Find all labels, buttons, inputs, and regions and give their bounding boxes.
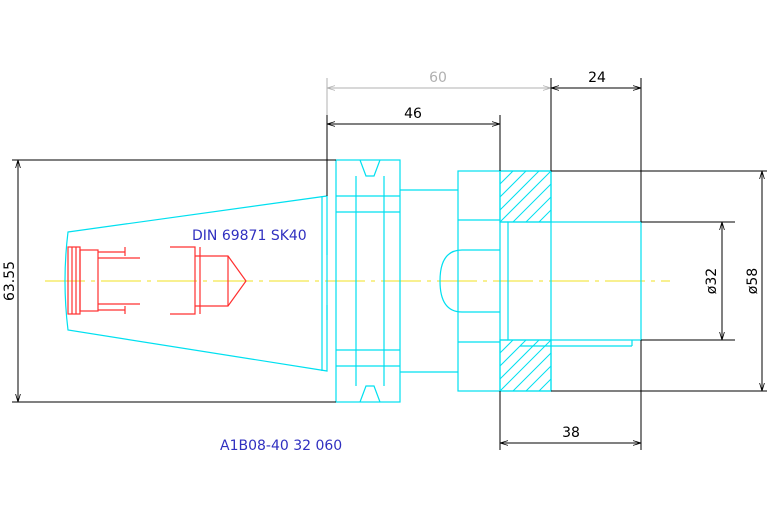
taper-outline: [64, 195, 328, 372]
dimension-38: 38: [499, 340, 642, 450]
dim-24-label: 24: [588, 70, 606, 86]
retention-knob-thread: [67, 246, 247, 315]
dim-63-55-label: 63.55: [2, 261, 18, 301]
taper-standard-label: DIN 69871 SK40: [192, 228, 307, 244]
dimension-46: 46: [326, 106, 501, 196]
dimension-63-55: 63.55: [2, 159, 336, 403]
section-hatching: [499, 170, 552, 392]
dim-38-label: 38: [562, 425, 580, 441]
neck-outline: [400, 189, 458, 373]
dimension-24: 24: [550, 70, 642, 222]
dimension-60: 60: [326, 70, 552, 160]
flange-outline: [335, 159, 401, 403]
dimension-outer-58: ø58: [551, 170, 767, 392]
dimension-bore-32: ø32: [641, 221, 735, 341]
dim-46-label: 46: [404, 106, 422, 122]
dim-32-label: ø32: [704, 268, 720, 294]
dim-58-label: ø58: [745, 268, 761, 294]
dim-60-label: 60: [429, 70, 447, 86]
part-number-label: A1B08-40 32 060: [220, 438, 342, 454]
